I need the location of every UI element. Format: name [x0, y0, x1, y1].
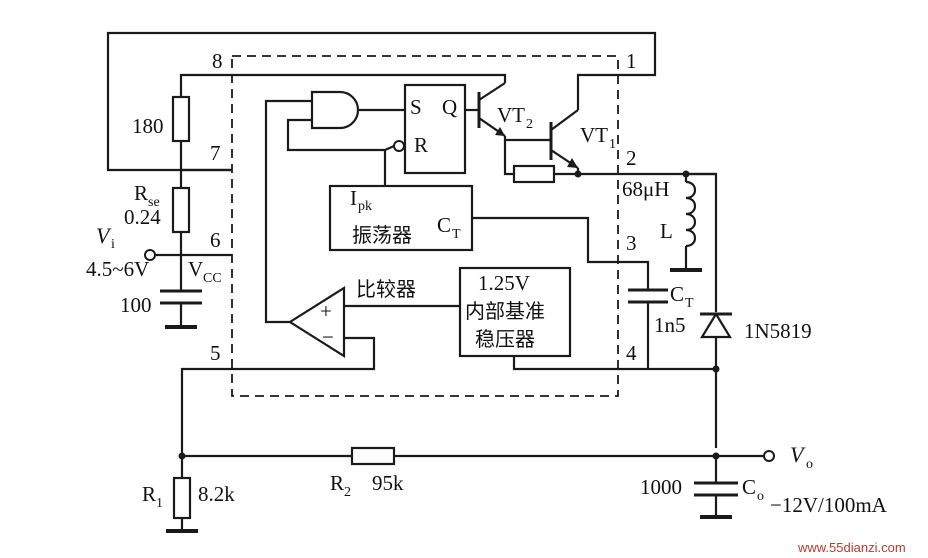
- osc-ipk: I: [350, 186, 357, 210]
- vi-label: V: [96, 223, 112, 248]
- resistor-r1: [172, 476, 192, 520]
- pin-8: 8: [212, 49, 223, 73]
- r1-value: 8.2k: [198, 482, 235, 506]
- comparator-minus: −: [322, 325, 334, 349]
- comparator: [287, 286, 346, 358]
- ref-line2: 稳压器: [475, 327, 535, 351]
- wire-pin8: [179, 73, 232, 97]
- flipflop-s: S: [410, 95, 422, 119]
- pin-7: 7: [210, 141, 221, 165]
- inductor-l: [685, 180, 697, 248]
- vo-sub: o: [806, 457, 813, 472]
- comparator-label: 比较器: [356, 277, 416, 301]
- r-inversion-bubble: [393, 140, 405, 152]
- wire-pin4: [512, 356, 716, 371]
- comparator-plus: +: [320, 299, 332, 323]
- wire-pin8-internal: [232, 73, 507, 83]
- r2-sub: 2: [344, 485, 351, 500]
- vi-sub: i: [111, 237, 115, 252]
- ct-ext-label: C: [670, 282, 684, 306]
- vcc-sub: CC: [203, 271, 222, 286]
- co-value: 1000: [640, 475, 682, 499]
- pin-4: 4: [626, 341, 637, 365]
- osc-name: 振荡器: [352, 223, 412, 247]
- wire-comparator-to-and: [264, 99, 312, 324]
- wire-comparator-minus: [232, 336, 376, 371]
- osc-ct-sub: T: [452, 227, 461, 242]
- ic-boundary: [231, 55, 619, 397]
- vt1-subscript: 1: [609, 137, 616, 152]
- r2-label: R: [330, 471, 344, 495]
- pin-5: 5: [210, 341, 221, 365]
- ct-ext-sub: T: [685, 296, 694, 311]
- vo-terminal: [763, 450, 775, 462]
- wire-pin7-loop: [106, 31, 657, 172]
- osc-ipk-sub: pk: [358, 199, 372, 214]
- pin-1: 1: [626, 49, 637, 73]
- resistor-r2: [350, 446, 396, 466]
- internal-resistor: [512, 164, 556, 184]
- diode-label: 1N5819: [744, 319, 812, 343]
- pin-6: 6: [210, 228, 221, 252]
- inductor-value: 68μH: [622, 177, 669, 201]
- wire-pin5: [180, 367, 232, 478]
- vin-range: 4.5~6V: [86, 257, 149, 281]
- diode-1n5819: [700, 311, 732, 339]
- vo-label: V: [790, 442, 806, 467]
- rse-label: R: [134, 181, 148, 205]
- vt1-collector: [550, 109, 579, 131]
- ct-value: 1n5: [654, 313, 686, 337]
- co-sub: o: [757, 489, 764, 504]
- osc-ct: C: [437, 213, 451, 237]
- output-spec: −12V/100mA: [770, 493, 888, 517]
- cin-value: 100: [120, 293, 152, 317]
- pin-2: 2: [626, 146, 637, 170]
- co-label: C: [742, 475, 756, 499]
- r2-value: 95k: [372, 471, 404, 495]
- resistor-rse: [171, 186, 191, 234]
- vcc-label: V: [188, 257, 203, 281]
- wire-osc-to-r: [384, 144, 395, 152]
- vt2-collector: [478, 82, 506, 101]
- and-gate: [310, 90, 360, 130]
- rse-sub: se: [148, 195, 160, 210]
- vt2-subscript: 2: [526, 117, 533, 132]
- vt2-label: VT: [497, 103, 525, 127]
- sr-flipflop: [403, 83, 467, 175]
- r180-label: 180: [132, 114, 164, 138]
- watermark: www.55dianzi.com: [797, 540, 906, 555]
- rse-value: 0.24: [124, 205, 161, 229]
- vt1-label: VT: [580, 123, 608, 147]
- ref-voltage: 1.25V: [478, 271, 530, 295]
- flipflop-q: Q: [442, 95, 457, 119]
- wire-ct-pin3: [472, 216, 650, 290]
- resistor-180: [171, 95, 191, 143]
- r1-sub: 1: [156, 496, 163, 511]
- ref-line1: 内部基准: [465, 299, 545, 323]
- inductor-label: L: [660, 219, 673, 243]
- pin-3: 3: [626, 231, 637, 255]
- wire-osc-to-and: [286, 118, 385, 152]
- wire-pin1-internal: [576, 73, 618, 110]
- r1-label: R: [142, 482, 156, 506]
- flipflop-r: R: [414, 133, 428, 157]
